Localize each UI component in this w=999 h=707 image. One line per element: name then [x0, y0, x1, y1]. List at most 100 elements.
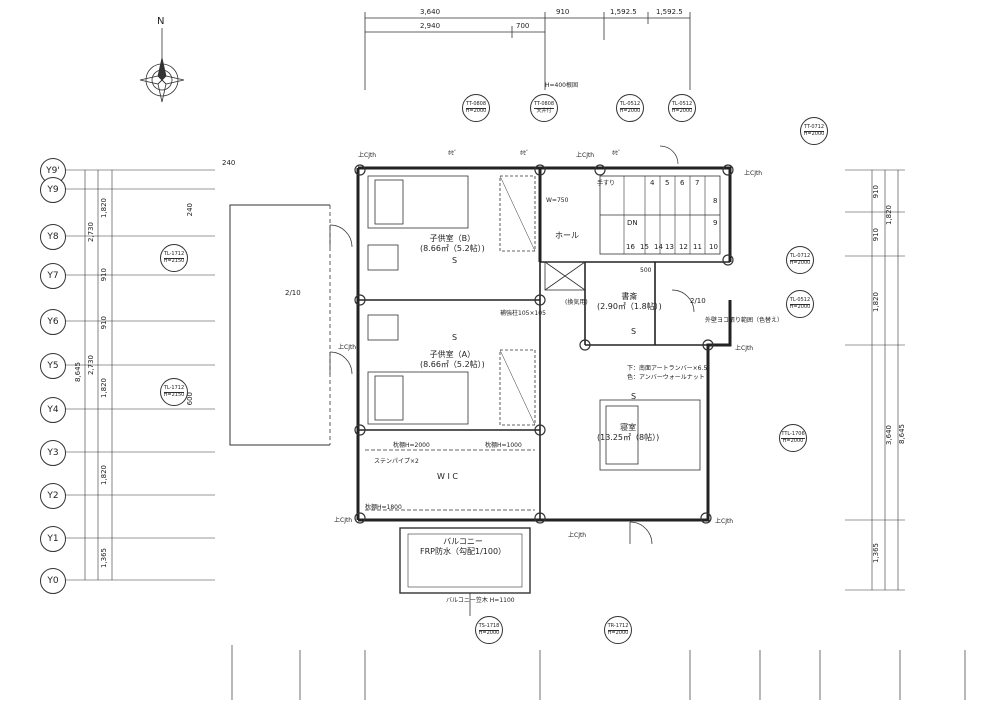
top-dim-5: 2,940 [420, 22, 441, 30]
room-bedroom: 寝室 (13.25㎡（8帖）) [597, 423, 659, 443]
compass-rose [139, 28, 185, 103]
room-balcony-name: バルコニー [443, 537, 483, 546]
room-wic: W I C [437, 472, 458, 482]
grid-label-y9: Y9 [40, 177, 66, 203]
left-dim-small-3: 600 [186, 392, 194, 406]
grid-label-y5: Y5 [40, 353, 66, 379]
wall-mark-cjth-4: 上CJth [338, 344, 357, 351]
stair-step-6: 6 [680, 179, 685, 187]
ceiling-note: 外壁ヨコ張り範囲（色替え） [705, 317, 784, 324]
left-dim-mid-1: 2,730 [87, 222, 95, 243]
room-wic-name: W I C [437, 472, 458, 481]
stair-step-16: 16 [626, 243, 635, 251]
right-dim-total: 8,645 [898, 424, 906, 445]
dim-500: 500 [640, 267, 652, 274]
stair-step-10: 10 [709, 243, 718, 251]
room-hall-name: ホール [555, 231, 579, 240]
pipe-note: ステンパイプ×2 [374, 458, 419, 465]
top-dim-3: 1,592.5 [610, 8, 637, 16]
left-dim-6: 1,365 [100, 548, 108, 569]
right-dim-4: 1,365 [872, 543, 880, 564]
room-child-b: 子供室（B） (8.66㎡（5.2帖）) [420, 234, 485, 254]
room-study-name: 書斎 [621, 292, 638, 301]
room-study-area: (2.90㎡（1.8帖）) [597, 302, 662, 311]
wall-mark-cjth-6: 上CJth [568, 532, 587, 539]
right-dim-2: 910 [872, 228, 880, 242]
right-dim-mid-1: 1,820 [885, 205, 893, 226]
shelf-a: 枕棚H=2000 [393, 442, 430, 449]
stair-step-14: 14 [654, 243, 663, 251]
smoke-detector-study: S [631, 327, 637, 336]
top-dim-4: 1,592.5 [656, 8, 683, 16]
left-dim-mid-2: 2,730 [87, 355, 95, 376]
room-child-a-name: 子供室（A） [429, 350, 476, 359]
room-balcony: バルコニー FRP防水（勾配1/100） [420, 537, 506, 557]
room-child-b-area: (8.66㎡（5.2帖）) [420, 244, 485, 253]
stair-step-5: 5 [665, 179, 670, 187]
stair-step-13: 13 [665, 243, 674, 251]
stair-dn: DN [627, 219, 638, 227]
grid-label-y7: Y7 [40, 263, 66, 289]
right-dim-mid-2: 3,640 [885, 425, 893, 446]
left-dim-1: 1,820 [100, 198, 108, 219]
top-dim-6: 700 [516, 22, 530, 30]
left-dim-total: 8,645 [74, 362, 82, 383]
slope-right: 2/10 [690, 297, 706, 305]
grid-label-y6: Y6 [40, 309, 66, 335]
smoke-detector-bed: S [631, 392, 637, 401]
shelf-b: 枕棚H=1800 [365, 504, 402, 511]
shelf-c: 枕棚H=1000 [485, 442, 522, 449]
ventilation-note: (換気用) [565, 299, 588, 306]
room-balcony-note: FRP防水（勾配1/100） [420, 547, 507, 556]
wall-mark-cjth-5: 上CJth [334, 517, 353, 524]
room-child-b-name: 子供室（B） [429, 234, 476, 243]
top-note: H=400根固 [545, 82, 578, 89]
right-dim-1: 910 [872, 185, 880, 199]
left-dim-small-2: 240 [186, 203, 194, 217]
room-study: 書斎 (2.90㎡（1.8帖）) [597, 292, 662, 312]
grid-label-y3: Y3 [40, 440, 66, 466]
room-bedroom-name: 寝室 [620, 423, 637, 432]
stair-step-7: 7 [695, 179, 700, 187]
wall-mark-3: ﾎｾﾞ [612, 150, 622, 157]
left-dim-5: 1,820 [100, 465, 108, 486]
stair-step-9: 9 [713, 219, 718, 227]
stair-step-15: 15 [640, 243, 649, 251]
north-label: N [157, 16, 165, 27]
room-child-a: 子供室（A） (8.66㎡（5.2帖）) [420, 350, 485, 370]
stair-step-11: 11 [693, 243, 702, 251]
top-dim-1: 3,640 [420, 8, 441, 16]
stair-step-12: 12 [679, 243, 688, 251]
room-child-a-area: (8.66㎡（5.2帖）) [420, 360, 485, 369]
grid-label-y2: Y2 [40, 483, 66, 509]
left-dim-3: 910 [100, 316, 108, 330]
room-bedroom-area: (13.25㎡（8帖）) [597, 433, 660, 442]
wall-mark-cjth-8: 上CJth [735, 345, 754, 352]
lumber-color: 色：アンバーウォールナット [627, 374, 705, 381]
top-dim-2: 910 [556, 8, 570, 16]
stair-step-4: 4 [650, 179, 655, 187]
lumber-note: 下：南面アートランバー×6.5 [627, 365, 708, 372]
smoke-detector-b: S [452, 256, 458, 265]
wall-mark-cjth-2: 上CJth [576, 152, 595, 159]
left-dim-small-1: 240 [222, 159, 236, 167]
wall-mark-cjth-1: 上CJth [358, 152, 377, 159]
smoke-detector-a: S [452, 333, 458, 342]
grid-label-y8: Y8 [40, 224, 66, 250]
stair-step-8: 8 [713, 197, 718, 205]
width-note: W=750 [546, 197, 569, 204]
wall-mark-2: ﾎｾﾞ [520, 150, 530, 157]
wall-mark-cjth-7: 上CJth [715, 518, 734, 525]
grid-label-y4: Y4 [40, 397, 66, 423]
